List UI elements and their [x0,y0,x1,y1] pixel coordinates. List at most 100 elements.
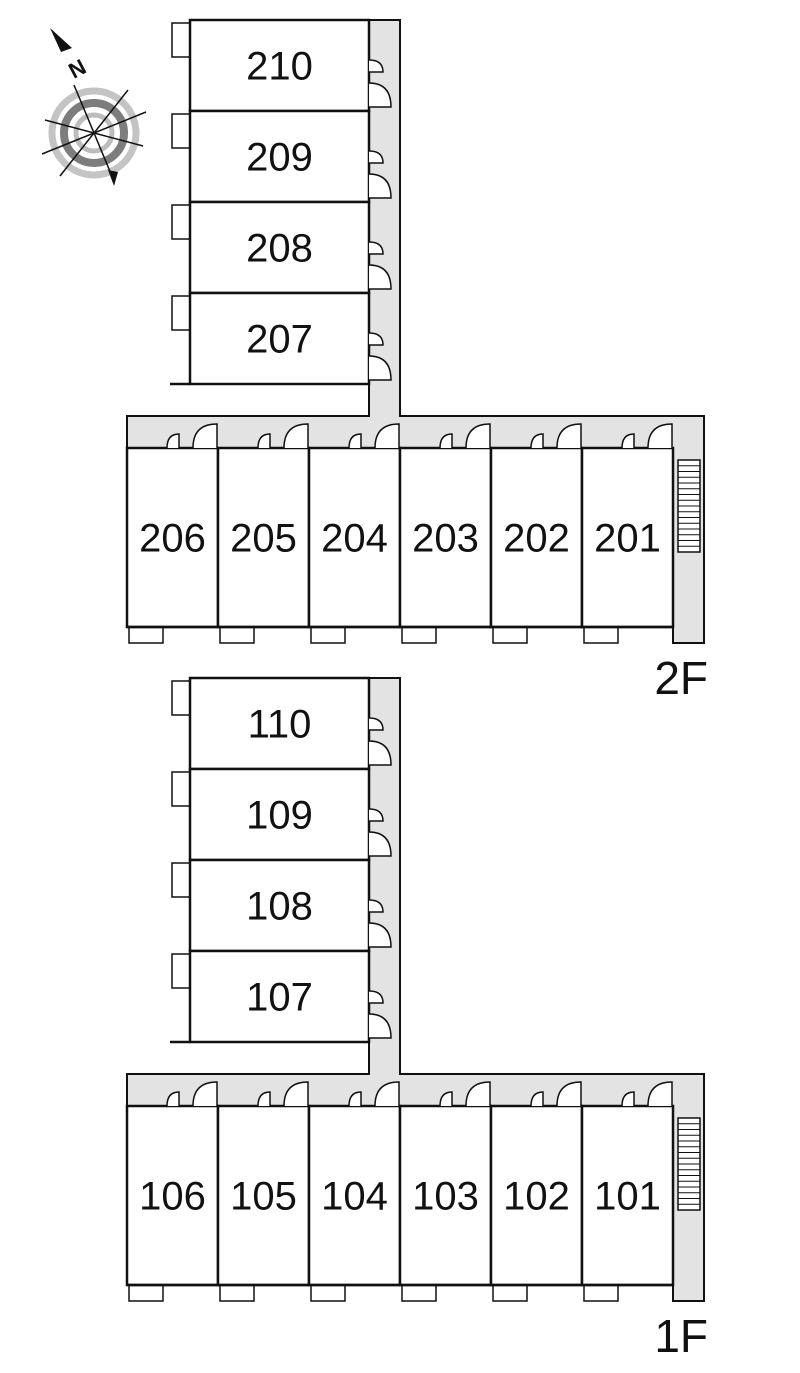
floor-label: 2F [654,652,708,704]
door-swing [192,1081,218,1107]
room-105: 105 [216,1081,311,1302]
balcony [171,771,191,807]
room-210: 210 [171,18,392,113]
room-number: 207 [246,318,313,362]
door-swing [166,433,180,449]
room-108: 108 [171,858,392,953]
door-swing [368,241,384,255]
door-swing [374,423,400,449]
room-205: 205 [216,423,311,644]
door-swing [348,1091,362,1107]
room-number: 101 [594,1175,661,1219]
balcony [219,626,255,644]
room-103: 103 [398,1081,493,1302]
balcony [171,862,191,898]
room-number: 206 [139,517,206,561]
room-number: 205 [230,517,297,561]
balcony [128,626,164,644]
door-swing [348,433,362,449]
room-204: 204 [307,423,402,644]
room-202: 202 [489,423,584,644]
room-209: 209 [171,109,392,204]
room-number: 106 [139,1175,206,1219]
door-swing [368,740,392,766]
door-swing [368,59,384,73]
room-number: 208 [246,227,313,271]
room-207: 207 [171,291,392,386]
room-201: 201 [580,423,675,644]
door-swing [647,1081,673,1107]
balcony [128,1284,164,1302]
door-swing [439,433,453,449]
balcony [310,626,346,644]
staircase-icon [677,459,701,553]
door-swing [368,899,384,913]
room-102: 102 [489,1081,584,1302]
door-swing [621,1091,635,1107]
room-outline [188,767,371,862]
room-number: 107 [246,976,313,1020]
door-swing [368,808,384,822]
door-swing [439,1091,453,1107]
staircase-icon [677,1117,701,1211]
door-swing [368,990,384,1004]
door-swing [368,355,392,381]
door-swing [368,82,392,108]
door-swing [368,173,392,199]
door-swing [621,433,635,449]
door-swing [257,1091,271,1107]
room-104: 104 [307,1081,402,1302]
room-number: 105 [230,1175,297,1219]
room-number: 104 [321,1175,388,1219]
room-outline [580,1104,675,1287]
balcony [171,22,191,58]
balcony [171,953,191,989]
room-outline [188,949,371,1044]
door-swing [556,1081,582,1107]
door-swing [530,1091,544,1107]
door-swing [166,1091,180,1107]
room-number: 103 [412,1175,479,1219]
door-swing [374,1081,400,1107]
balcony [583,626,619,644]
balcony [171,204,191,240]
door-swing [192,423,218,449]
room-outline [489,1104,584,1287]
room-107: 107 [171,949,392,1044]
balcony [583,1284,619,1302]
door-swing [465,423,491,449]
door-swing [368,150,384,164]
balcony [401,626,437,644]
balcony [171,295,191,331]
north-compass-icon: N [41,28,147,186]
room-number: 210 [246,45,313,89]
door-swing [368,264,392,290]
compass-north-label: N [64,54,90,84]
room-number: 108 [246,885,313,929]
room-number: 110 [248,703,312,747]
door-swing [368,831,392,857]
room-outline [580,446,675,629]
room-number: 109 [246,794,313,838]
door-swing [530,433,544,449]
room-number: 202 [503,517,570,561]
door-swing [465,1081,491,1107]
balcony [219,1284,255,1302]
door-swing [368,922,392,948]
balcony [310,1284,346,1302]
balcony [171,680,191,716]
door-swing [647,423,673,449]
room-101: 101 [580,1081,675,1302]
door-swing [368,332,384,346]
room-outline [489,446,584,629]
room-number: 201 [594,517,661,561]
door-swing [283,423,309,449]
door-swing [556,423,582,449]
door-swing [257,433,271,449]
room-outline [188,18,371,113]
room-109: 109 [171,767,392,862]
balcony [492,626,528,644]
